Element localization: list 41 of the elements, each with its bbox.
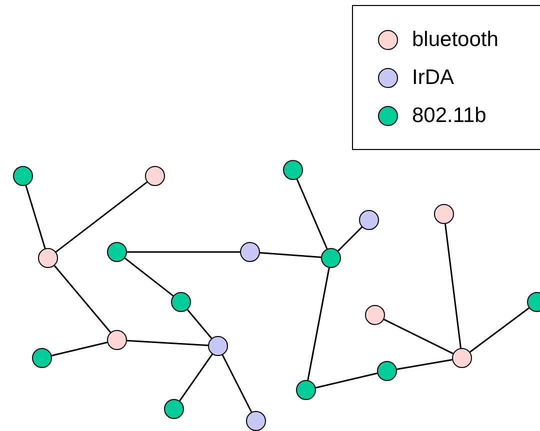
connector-line (25, 185, 46, 249)
legend-label: IrDA (412, 66, 454, 90)
connector-line (338, 226, 362, 252)
network-node (32, 348, 52, 368)
network-node (321, 248, 341, 268)
network-node (107, 242, 127, 262)
connector-line (54, 265, 112, 333)
network-node (377, 361, 397, 381)
connector-line (186, 309, 212, 339)
network-node (145, 166, 165, 186)
network-node (171, 292, 191, 312)
network-node (164, 399, 184, 419)
network-node (240, 242, 260, 262)
connector-line (124, 258, 174, 296)
network-node (296, 380, 316, 400)
network-node (208, 336, 228, 356)
connector-line (55, 181, 148, 253)
network-node (246, 411, 266, 431)
network-node (38, 248, 58, 268)
connector-line (396, 358, 452, 370)
connector-line (127, 251, 240, 253)
connector-line (316, 372, 378, 388)
network-node (283, 160, 303, 180)
network-node (452, 348, 472, 368)
legend-label: 802.11b (412, 104, 486, 128)
connector-line (126, 340, 208, 346)
connector-line (444, 224, 462, 348)
connector-line (470, 307, 530, 353)
legend-label: bluetooth (412, 28, 498, 52)
network-node (13, 166, 33, 186)
connector-line (222, 354, 252, 412)
network-node (359, 210, 379, 230)
connector-line (260, 252, 322, 258)
connector-line (296, 178, 328, 250)
connector-line (52, 342, 108, 356)
connector-line (179, 354, 213, 402)
network-node (434, 204, 454, 224)
network-node (365, 305, 385, 325)
connector-line (307, 268, 330, 380)
connector-line (384, 318, 454, 354)
network-node (107, 330, 127, 350)
